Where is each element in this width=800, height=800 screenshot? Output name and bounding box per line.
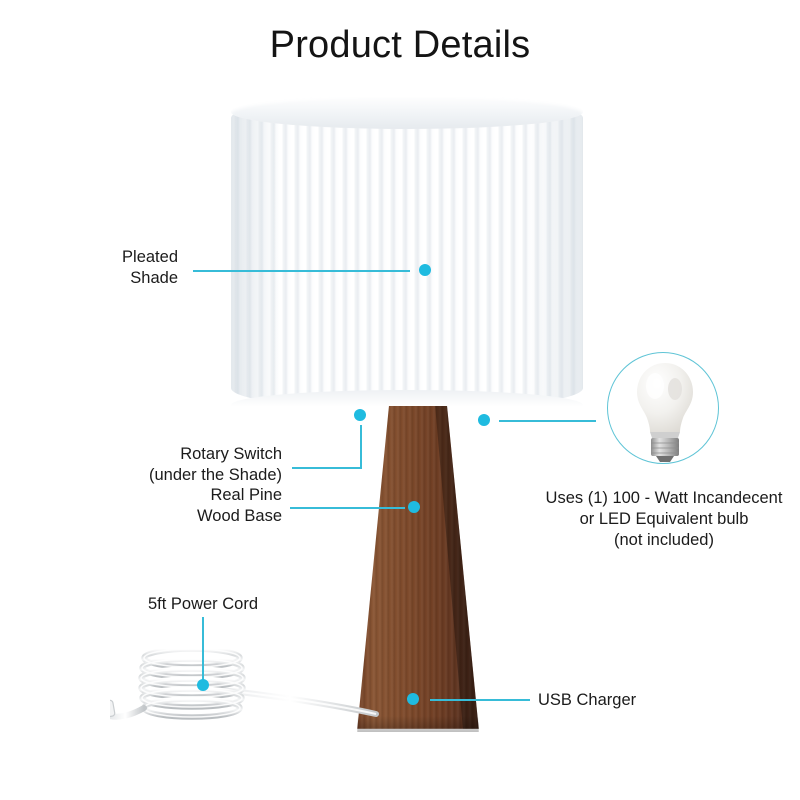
shade-pleats: [231, 96, 583, 410]
bulb-callout-ring: [607, 352, 719, 464]
callout-pleated-shade: Pleated Shade: [122, 248, 178, 288]
coiled-power-cord-icon: [86, 630, 410, 740]
leader-line-wood-base: [290, 507, 405, 509]
leader-line-usb-charger: [430, 699, 530, 701]
wood-base-bottom-shadow: [357, 716, 479, 732]
pleated-lamp-shade-image: [225, 95, 589, 440]
hotspot-dot-bulb[interactable]: [478, 414, 490, 426]
leader-line-pleated-shade: [193, 270, 410, 272]
callout-usb-charger: USB Charger: [538, 691, 637, 709]
leader-line-bulb: [499, 420, 596, 422]
hotspot-dot-pleated-shade[interactable]: [419, 264, 431, 276]
shade-top-rim: [231, 95, 583, 129]
callout-wood-base: Real Pine Wood Base: [197, 486, 282, 526]
hotspot-dot-power-cord[interactable]: [197, 679, 209, 691]
shade-shading: [231, 96, 583, 410]
hotspot-dot-usb-charger[interactable]: [407, 693, 419, 705]
wood-lamp-base-image: [352, 406, 484, 732]
leader-line-power-cord: [202, 617, 204, 685]
hotspot-dot-wood-base[interactable]: [408, 501, 420, 513]
callout-power-cord: 5ft Power Cord: [147, 595, 259, 613]
callout-bulb: Uses (1) 100 - Watt Incandecent or LED E…: [545, 489, 783, 550]
leader-line-rotary-switch-vertical: [360, 425, 362, 469]
hotspot-dot-rotary-switch[interactable]: [354, 409, 366, 421]
light-bulb-icon: [628, 360, 702, 464]
callout-rotary-switch: Rotary Switch (under the Shade): [148, 445, 282, 485]
page-title: Product Details: [269, 24, 531, 66]
leader-line-rotary-switch-horizontal: [292, 467, 362, 469]
